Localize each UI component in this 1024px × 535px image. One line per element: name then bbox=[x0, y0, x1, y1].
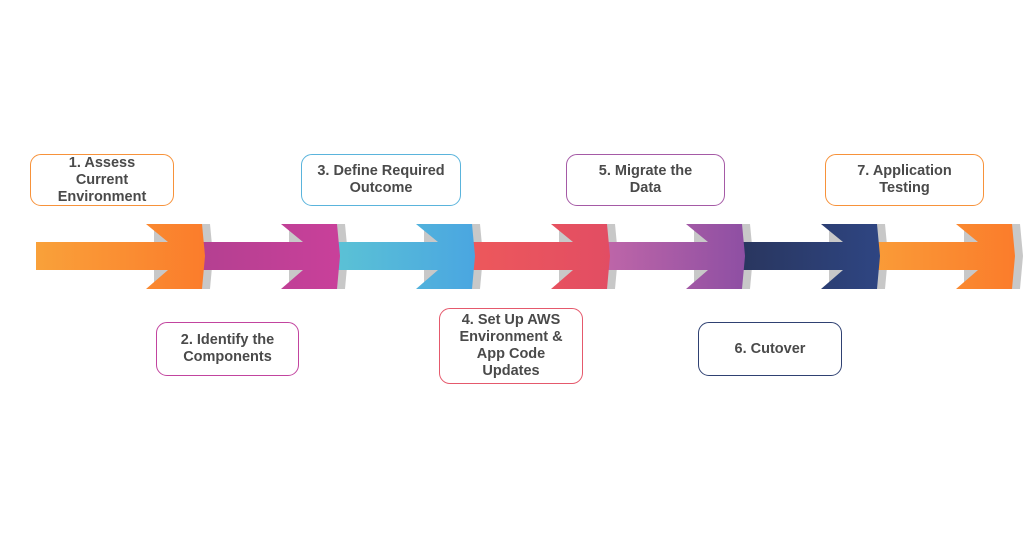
step-7-label: 7. Application Testing bbox=[857, 163, 952, 196]
arrow-6 bbox=[715, 224, 880, 289]
step-6-label: 6. Cutover bbox=[734, 340, 806, 357]
arrow-7 bbox=[850, 224, 1015, 289]
step-6-box: 6. Cutover bbox=[698, 322, 842, 376]
step-4-box: 4. Set Up AWS Environment & App Code Upd… bbox=[439, 308, 583, 384]
step-1-label: 1. Assess Current Environment bbox=[57, 154, 147, 205]
arrow-chain bbox=[36, 224, 1015, 289]
step-1-box: 1. Assess Current Environment bbox=[30, 154, 174, 206]
arrow-2 bbox=[175, 224, 340, 289]
arrow-3 bbox=[310, 224, 475, 289]
step-5-box: 5. Migrate the Data bbox=[566, 154, 725, 206]
step-2-box: 2. Identify the Components bbox=[156, 322, 299, 376]
step-3-box: 3. Define Required Outcome bbox=[301, 154, 461, 206]
step-4-label: 4. Set Up AWS Environment & App Code Upd… bbox=[459, 312, 563, 379]
arrow-5 bbox=[580, 224, 745, 289]
step-5-label: 5. Migrate the Data bbox=[598, 163, 693, 196]
step-2-label: 2. Identify the Components bbox=[180, 332, 275, 365]
arrow-4 bbox=[445, 224, 610, 289]
step-3-label: 3. Define Required Outcome bbox=[317, 163, 445, 196]
step-7-box: 7. Application Testing bbox=[825, 154, 984, 206]
arrow-1 bbox=[36, 224, 205, 289]
